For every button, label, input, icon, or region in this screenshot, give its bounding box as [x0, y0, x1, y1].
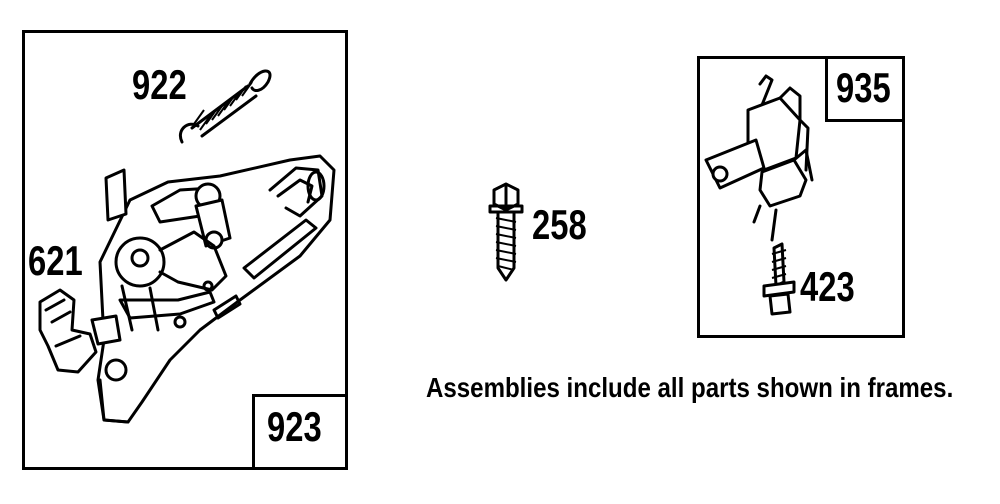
part-label-935: 935: [836, 64, 891, 111]
part-label-621: 621: [28, 237, 83, 284]
assembly-tag-935: 935: [825, 56, 905, 122]
part-label-258: 258: [532, 201, 587, 248]
part-label-922: 922: [132, 61, 187, 108]
assembly-note-caption: Assemblies include all parts shown in fr…: [426, 372, 954, 403]
assembly-tag-923: 923: [252, 394, 348, 470]
part-label-423: 423: [800, 263, 855, 310]
part-label-923: 923: [267, 403, 322, 450]
